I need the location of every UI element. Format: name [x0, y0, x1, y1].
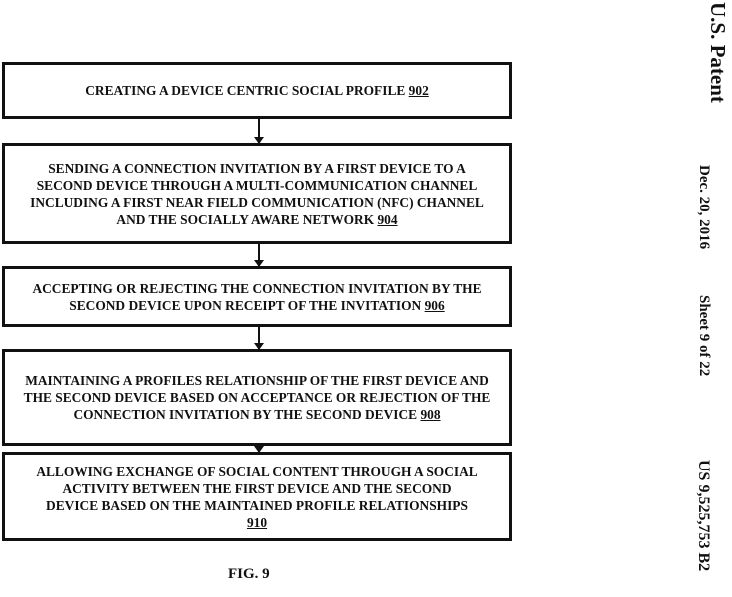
step-ref: 902: [408, 83, 429, 98]
figure-label: FIG. 9: [228, 566, 270, 582]
step-text: ALLOWING EXCHANGE OF SOCIAL CONTENT THRO…: [36, 463, 478, 513]
step-text: CREATING A DEVICE CENTRIC SOCIAL PROFILE: [85, 83, 406, 98]
step-box-906: ACCEPTING OR REJECTING THE CONNECTION IN…: [2, 266, 512, 327]
step-text: ACCEPTING OR REJECTING THE CONNECTION IN…: [32, 280, 482, 313]
flow-arrow: [254, 327, 264, 350]
patent-header-title: U.S. Patent: [706, 2, 730, 103]
patent-date: Dec. 20, 2016: [696, 165, 712, 250]
flow-arrow: [254, 119, 264, 144]
patent-sheet: Sheet 9 of 22: [696, 295, 712, 377]
step-text: SENDING A CONNECTION INVITATION BY A FIR…: [30, 160, 484, 227]
step-box-908: MAINTAINING A PROFILES RELATIONSHIP OF T…: [2, 349, 512, 446]
step-box-902: CREATING A DEVICE CENTRIC SOCIAL PROFILE…: [2, 62, 512, 119]
flow-arrow: [254, 446, 264, 453]
step-text: MAINTAINING A PROFILES RELATIONSHIP OF T…: [23, 373, 491, 422]
patent-number: US 9,525,753 B2: [695, 460, 712, 572]
step-ref: 906: [424, 297, 445, 313]
step-ref: 908: [420, 407, 441, 422]
flow-arrow: [254, 244, 264, 267]
step-ref: 904: [377, 211, 398, 227]
step-box-904: SENDING A CONNECTION INVITATION BY A FIR…: [2, 143, 512, 244]
step-box-910: ALLOWING EXCHANGE OF SOCIAL CONTENT THRO…: [2, 452, 512, 541]
step-ref: 910: [246, 514, 268, 530]
